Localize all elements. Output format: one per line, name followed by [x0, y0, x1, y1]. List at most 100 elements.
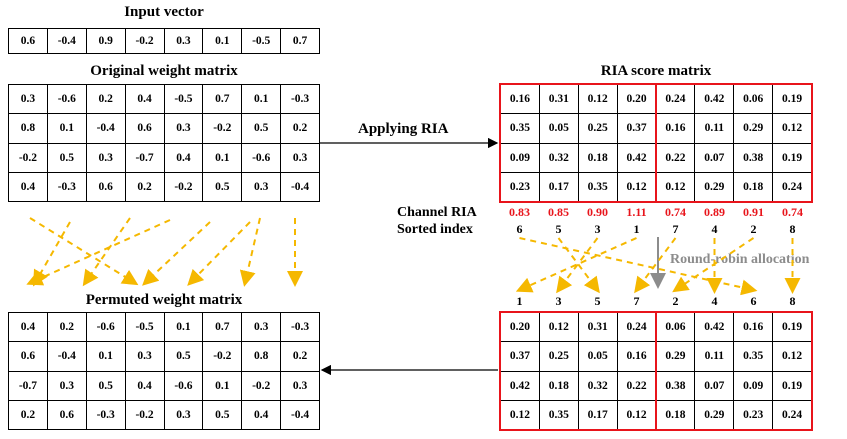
permutation-arrow [26, 219, 171, 286]
matrix-cell: 0.19 [772, 370, 812, 401]
matrix-cell: -0.3 [280, 311, 320, 343]
allocated-matrix-group-divider [655, 311, 657, 431]
matrix-cell: 0.42 [500, 370, 540, 401]
matrix-cell: -0.2 [124, 28, 165, 54]
matrix-cell: 0.12 [616, 399, 657, 431]
sorted-index-value: 1 [633, 222, 640, 236]
channel-ria-value: 0.85 [548, 205, 569, 219]
matrix-cell: 0.22 [655, 142, 696, 173]
matrix-cell: 0.16 [655, 113, 696, 144]
permuted-matrix-title: Permuted weight matrix [85, 292, 243, 308]
matrix-cell: -0.5 [124, 311, 165, 343]
matrix-cell: 0.35 [538, 399, 579, 431]
matrix-cell: 0.5 [85, 370, 126, 401]
matrix-cell: 0.11 [694, 113, 735, 144]
matrix-cell: 0.2 [124, 171, 165, 203]
channel-ria-value: 1.11 [626, 205, 647, 219]
allocated-index-value: 6 [750, 294, 757, 308]
matrix-cell: 0.3 [46, 370, 87, 401]
matrix-cell: -0.2 [241, 370, 282, 401]
matrix-cell: 0.6 [85, 171, 126, 203]
matrix-cell: -0.2 [124, 399, 165, 431]
matrix-cell: 0.24 [616, 311, 657, 343]
allocated-index-value: 1 [516, 294, 523, 308]
matrix-cell: 0.32 [538, 142, 579, 173]
channel-ria-value: 0.91 [743, 205, 764, 219]
channel-ria-value: 0.83 [509, 205, 530, 219]
channel-ria-value: 0.74 [665, 205, 686, 219]
allocated-index-value: 4 [711, 294, 718, 308]
matrix-cell: 0.22 [616, 370, 657, 401]
matrix-cell: 0.29 [694, 399, 735, 431]
permutation-arrow [519, 237, 758, 296]
permutation-arrow [239, 217, 261, 287]
matrix-cell: 0.8 [241, 341, 282, 372]
matrix-cell: 0.18 [733, 171, 774, 203]
matrix-cell: 0.32 [577, 370, 618, 401]
matrix-cell: 0.7 [202, 311, 243, 343]
permutation-arrow [634, 237, 677, 294]
matrix-cell: 0.5 [46, 142, 87, 173]
matrix-cell: 0.7 [280, 28, 320, 54]
right-allocation-arrows [515, 237, 801, 296]
allocated-index-value: 3 [555, 294, 562, 308]
sorted-index-value: 3 [594, 222, 601, 236]
matrix-cell: 0.12 [616, 171, 657, 203]
matrix-cell: 0.4 [163, 142, 204, 173]
matrix-cell: 0.35 [577, 171, 618, 203]
matrix-cell: -0.4 [280, 399, 320, 431]
matrix-cell: 0.19 [772, 142, 812, 173]
matrix-cell: 0.16 [733, 311, 774, 343]
matrix-cell: 0.5 [241, 113, 282, 144]
matrix-cell: 0.3 [163, 113, 204, 144]
matrix-cell: 0.6 [8, 341, 48, 372]
matrix-cell: -0.3 [280, 83, 320, 115]
permutation-arrow [672, 237, 755, 293]
ria-matrix-title: RIA score matrix [600, 63, 712, 79]
channel-ria-label: Channel RIA [397, 205, 477, 220]
permutation-arrow [29, 217, 139, 286]
matrix-cell: 0.12 [772, 113, 812, 144]
ria-matrix-group-divider [655, 83, 657, 203]
matrix-cell: 0.17 [577, 399, 618, 431]
sorted-index-value: 8 [789, 222, 796, 236]
matrix-cell: -0.5 [163, 83, 204, 115]
matrix-cell: -0.4 [280, 171, 320, 203]
applying-ria-label: Applying RIA [358, 121, 449, 137]
matrix-cell: 0.3 [163, 399, 204, 431]
matrix-cell: 0.6 [124, 113, 165, 144]
matrix-cell: 0.12 [500, 399, 540, 431]
matrix-cell: 0.38 [733, 142, 774, 173]
matrix-cell: 0.06 [733, 83, 774, 115]
sorted-index-value: 2 [750, 222, 757, 236]
matrix-cell: 0.3 [241, 171, 282, 203]
matrix-cell: 0.3 [85, 142, 126, 173]
matrix-cell: 0.23 [733, 399, 774, 431]
matrix-cell: 0.31 [538, 83, 579, 115]
channel-ria-value: 0.90 [587, 205, 608, 219]
permutation-arrow [515, 237, 637, 293]
matrix-cell: 0.5 [163, 341, 204, 372]
matrix-cell: 0.4 [241, 399, 282, 431]
matrix-cell: -0.2 [202, 341, 243, 372]
allocated-index-value: 7 [633, 294, 640, 308]
permutation-arrow [142, 221, 211, 286]
matrix-cell: 0.06 [655, 311, 696, 343]
matrix-cell: 0.9 [85, 28, 126, 54]
matrix-cell: 0.6 [46, 399, 87, 431]
matrix-cell: -0.2 [202, 113, 243, 144]
matrix-cell: 0.8 [8, 113, 48, 144]
matrix-cell: 0.1 [202, 28, 243, 54]
matrix-cell: -0.6 [85, 311, 126, 343]
